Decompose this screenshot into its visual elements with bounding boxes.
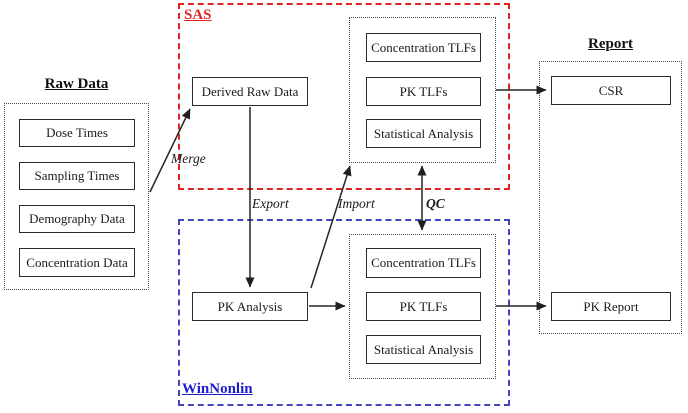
raw-data-title: Raw Data [44, 76, 109, 92]
sas-statistical-analysis-box: Statistical Analysis [366, 119, 481, 148]
pk-report-box: PK Report [551, 292, 671, 321]
qc-label: QC [426, 196, 445, 211]
report-title: Report [588, 36, 633, 52]
report-group [539, 61, 682, 334]
winnonlin-concentration-tlfs-box: Concentration TLFs [366, 248, 481, 278]
concentration-data-box: Concentration Data [19, 248, 135, 277]
dose-times-box: Dose Times [19, 119, 135, 147]
export-label: Export [252, 196, 289, 211]
derived-raw-data-box: Derived Raw Data [192, 77, 308, 106]
winnonlin-title: WinNonlin [182, 381, 253, 397]
winnonlin-pk-tlfs-box: PK TLFs [366, 292, 481, 321]
sas-concentration-tlfs-box: Concentration TLFs [366, 33, 481, 62]
sas-tlf-group [349, 17, 496, 163]
pk-analysis-box: PK Analysis [192, 292, 308, 321]
merge-label: Merge [171, 151, 206, 166]
csr-box: CSR [551, 76, 671, 105]
sas-title: SAS [184, 7, 212, 23]
import-label: Import [338, 196, 375, 211]
winnonlin-tlf-group [349, 234, 496, 379]
demography-data-box: Demography Data [19, 205, 135, 233]
winnonlin-statistical-analysis-box: Statistical Analysis [366, 335, 481, 364]
raw-data-group [4, 103, 149, 290]
sas-pk-tlfs-box: PK TLFs [366, 77, 481, 106]
sampling-times-box: Sampling Times [19, 162, 135, 190]
